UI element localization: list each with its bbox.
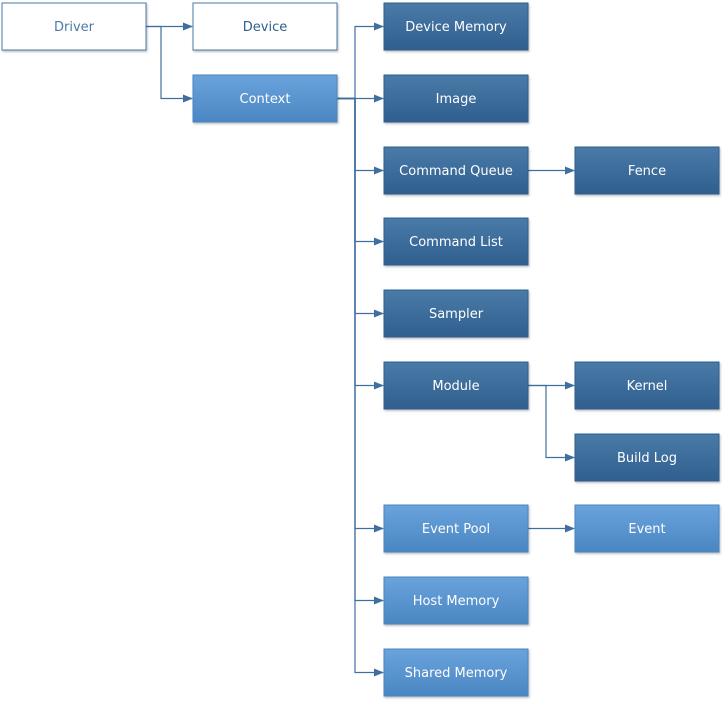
node-event: Event (574, 504, 720, 553)
edge-context-to-device-memory (337, 22, 384, 100)
node-label-build-log: Build Log (617, 451, 677, 466)
node-box-event (574, 504, 720, 553)
node-sampler: Sampler (383, 289, 529, 338)
node-box-driver (1, 2, 147, 51)
node-fence: Fence (574, 146, 720, 195)
node-label-kernel: Kernel (627, 379, 668, 394)
edge-context-to-sampler (337, 97, 384, 318)
node-label-command-queue: Command Queue (399, 164, 513, 179)
node-box-sampler (383, 289, 529, 338)
edge-module-to-build-log (528, 384, 575, 462)
node-module: Module (383, 361, 529, 410)
node-command-queue: Command Queue (383, 146, 529, 195)
node-box-command-list (383, 217, 529, 266)
node-label-shared-memory: Shared Memory (405, 666, 508, 681)
node-image: Image (383, 74, 529, 123)
node-label-command-list: Command List (409, 235, 503, 250)
edge-context-to-host-memory (337, 97, 384, 605)
node-box-kernel (574, 361, 720, 410)
node-label-device: Device (243, 20, 287, 35)
node-driver: Driver (1, 2, 147, 51)
node-label-host-memory: Host Memory (413, 594, 500, 609)
node-label-context: Context (240, 92, 291, 107)
node-command-list: Command List (383, 217, 529, 266)
node-box-event-pool (383, 504, 529, 553)
node-label-fence: Fence (628, 164, 666, 179)
node-label-module: Module (432, 379, 479, 394)
node-box-context (192, 74, 338, 123)
node-host-memory: Host Memory (383, 576, 529, 625)
node-box-shared-memory (383, 648, 529, 697)
node-label-sampler: Sampler (429, 307, 484, 322)
node-device-memory: Device Memory (383, 2, 529, 51)
node-label-driver: Driver (54, 20, 95, 35)
node-box-fence (574, 146, 720, 195)
node-box-command-queue (383, 146, 529, 195)
node-box-device (192, 2, 338, 51)
node-label-event-pool: Event Pool (422, 522, 490, 537)
node-build-log: Build Log (574, 433, 720, 482)
node-label-event: Event (628, 522, 665, 537)
node-box-module (383, 361, 529, 410)
node-box-build-log (574, 433, 720, 482)
node-box-image (383, 74, 529, 123)
edge-driver-to-context (146, 25, 193, 103)
edge-context-to-shared-memory (337, 97, 384, 677)
node-shared-memory: Shared Memory (383, 648, 529, 697)
node-label-image: Image (436, 92, 477, 107)
node-device: Device (192, 2, 338, 51)
node-label-device-memory: Device Memory (405, 20, 507, 35)
node-kernel: Kernel (574, 361, 720, 410)
edges-layer (146, 22, 575, 677)
node-context: Context (192, 74, 338, 123)
edge-context-to-command-queue (337, 97, 384, 175)
node-box-host-memory (383, 576, 529, 625)
node-event-pool: Event Pool (383, 504, 529, 553)
node-box-device-memory (383, 2, 529, 51)
